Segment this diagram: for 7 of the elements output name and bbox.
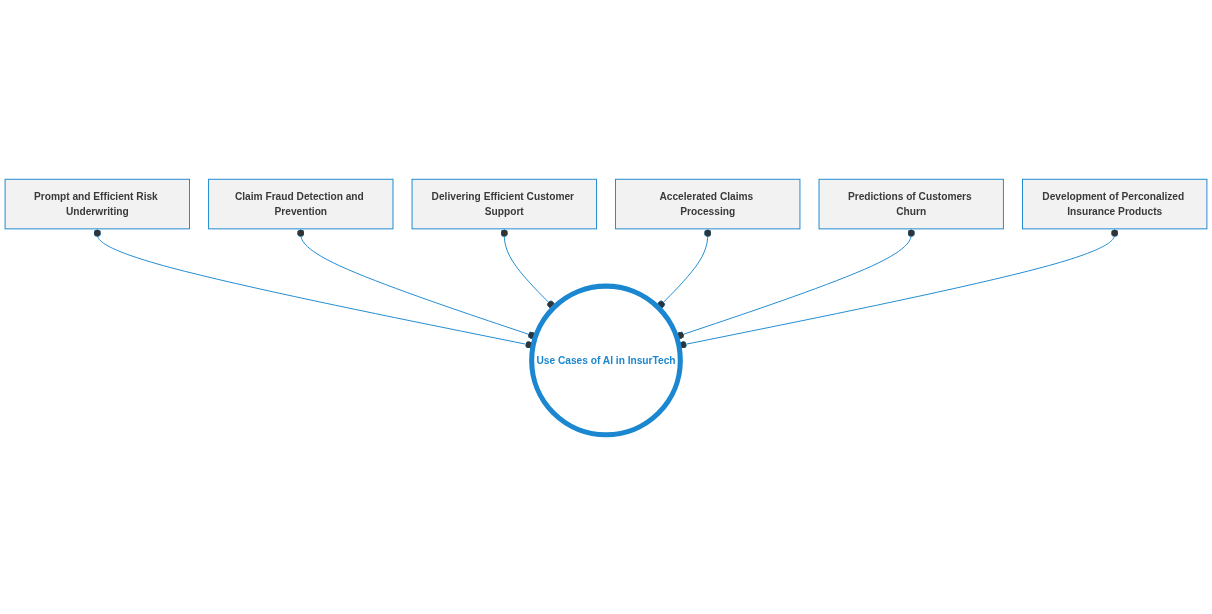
node-box: Prompt and Efficient Risk Underwriting (4, 178, 190, 230)
node-circle: Use Cases of AI in InsurTech (529, 283, 683, 438)
node-box: Claim Fraud Detection and Prevention (208, 178, 394, 230)
node-box: Development of Perconalized Insurance Products (1022, 178, 1208, 230)
node-box: Delivering Efficient Customer Support (411, 178, 597, 230)
node-box: Accelerated Claims Processing (615, 178, 801, 230)
node-box: Predictions of Customers Churn (818, 178, 1004, 230)
